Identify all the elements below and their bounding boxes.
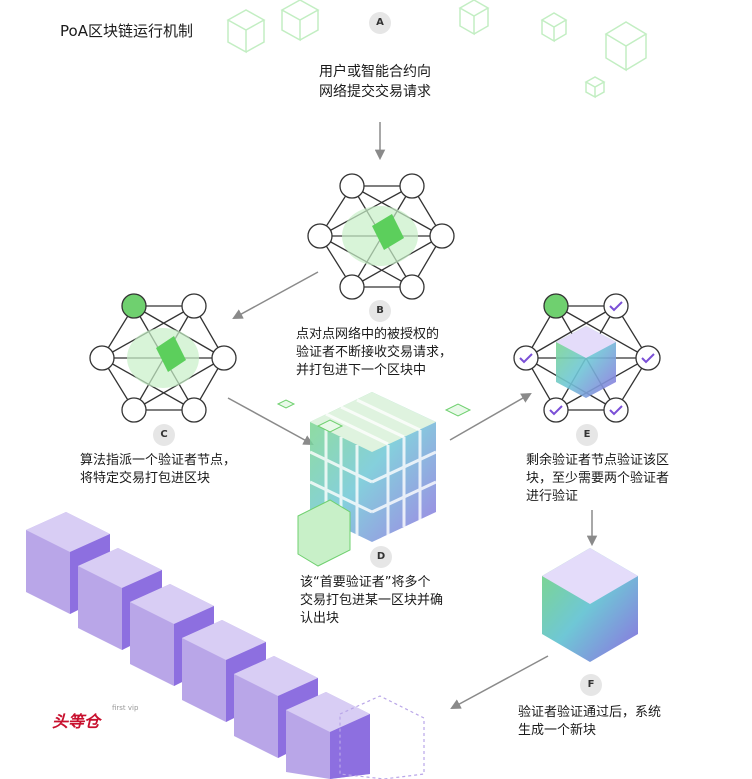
step-d-line2: 交易打包进某一区块并确 [300,593,444,608]
step-d-line3: 认出块 [300,611,340,626]
step-e-line3: 进行验证 [526,489,579,504]
step-c-line2: 将特定交易打包进区块 [80,471,211,486]
step-c-text: 算法指派一个验证者节点， 将特定交易打包进区块 [80,452,236,488]
step-d-badge: D [370,546,392,568]
step-e-line1: 剩余验证者节点验证该区 [526,453,670,468]
step-a-badge: A [369,12,391,34]
step-f-line1: 验证者验证通过后，系统 [518,705,662,720]
step-d-text: 该“首要验证者”将多个 交易打包进某一区块并确 认出块 [300,574,443,628]
toutiao-logo: 头等仓 [52,712,101,731]
step-a-line1: 用户或智能合约向 [319,64,431,80]
network-b [307,173,455,300]
arrow-f-chain [450,655,549,710]
step-b-badge: B [369,300,391,322]
step-c-line1: 算法指派一个验证者节点， [80,453,237,468]
arrow-b-c [232,271,319,320]
step-e-line2: 块，至少需要两个验证者 [526,471,670,486]
step-c-badge: C [153,424,175,446]
arrow-c-d [227,397,314,446]
step-a-text: 用户或智能合约向 网络提交交易请求 [300,62,450,102]
step-f-badge: F [580,674,602,696]
page-title: PoA区块链运行机制 [60,22,193,40]
decorative-cubes [226,0,648,99]
step-b-text: 点对点网络中的被授权的 验证者不断接收交易请求， 并打包进下一个区块中 [296,326,452,380]
arrow-d-e [449,392,532,441]
logo-subtext: first vip [112,704,139,712]
step-f-line2: 生成一个新块 [518,723,597,738]
step-b-line1: 点对点网络中的被授权的 [296,327,440,342]
step-b-line2: 验证者不断接收交易请求， [296,345,453,360]
network-e [513,293,661,423]
new-block-cube-f [542,548,638,662]
step-f-text: 验证者验证通过后，系统 生成一个新块 [518,704,661,740]
network-c [89,293,237,423]
block-chain [26,512,425,779]
step-b-line3: 并打包进下一个区块中 [296,363,427,378]
step-e-badge: E [576,424,598,446]
block-cube-d [276,392,472,567]
step-a-line2: 网络提交交易请求 [319,84,431,100]
step-d-line1: 该“首要验证者”将多个 [300,575,431,590]
step-e-text: 剩余验证者节点验证该区 块，至少需要两个验证者 进行验证 [526,452,669,506]
